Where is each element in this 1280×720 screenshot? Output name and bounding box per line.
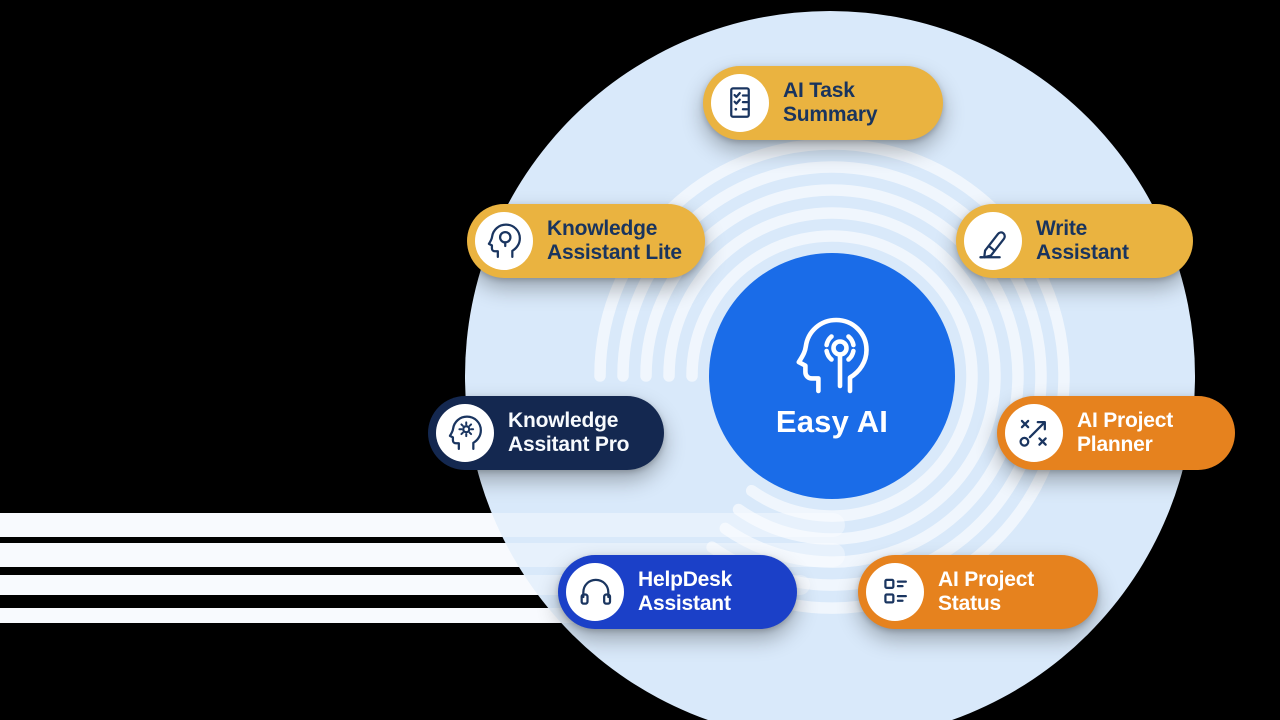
status-list-icon	[884, 578, 907, 604]
badge-write-assistant: Write Assistant	[956, 204, 1193, 278]
checklist-icon	[730, 87, 750, 118]
strategy-icon	[1019, 419, 1047, 447]
headphones-icon	[580, 578, 612, 605]
badge-label-line: Assistant Lite	[547, 241, 682, 264]
badge-label-line: Knowledge	[508, 409, 619, 432]
badge-label-line: Summary	[783, 103, 878, 126]
easy-ai-hub: Easy AI	[709, 253, 955, 499]
badge-knowledge-assistant-lite: Knowledge Assistant Lite	[467, 204, 705, 278]
badge-label-line: AI Project	[1077, 409, 1174, 432]
badge-label-line: Assistant	[1036, 241, 1129, 264]
head-idea-icon	[487, 223, 521, 258]
badge-label-line: Assistant	[638, 592, 731, 615]
ai-head-broadcast-icon	[796, 317, 869, 394]
badge-label-line: Planner	[1077, 433, 1153, 456]
badge-label-line: AI Task	[783, 79, 855, 102]
decor-stripe-faint	[0, 513, 845, 537]
badge-label-line: HelpDesk	[638, 568, 733, 591]
badge-label-line: Assitant Pro	[508, 433, 630, 456]
badge-helpdesk-assistant: HelpDesk Assistant	[558, 555, 797, 629]
badge-ai-project-planner: AI Project Planner	[997, 396, 1235, 470]
easy-ai-label: Easy AI	[775, 404, 889, 439]
badge-label-line: Knowledge	[547, 217, 658, 240]
badge-ai-task-summary: AI Task Summary	[703, 66, 943, 140]
badge-knowledge-assitant-pro: Knowledge Assitant Pro	[428, 396, 664, 470]
pen-icon	[979, 231, 1006, 259]
badge-ai-project-status: AI Project Status	[858, 555, 1098, 629]
badge-label-line: Status	[938, 592, 1001, 615]
badge-label-line: AI Project	[938, 568, 1035, 591]
badge-label-line: Write	[1036, 217, 1088, 240]
head-gear-icon	[448, 415, 482, 450]
